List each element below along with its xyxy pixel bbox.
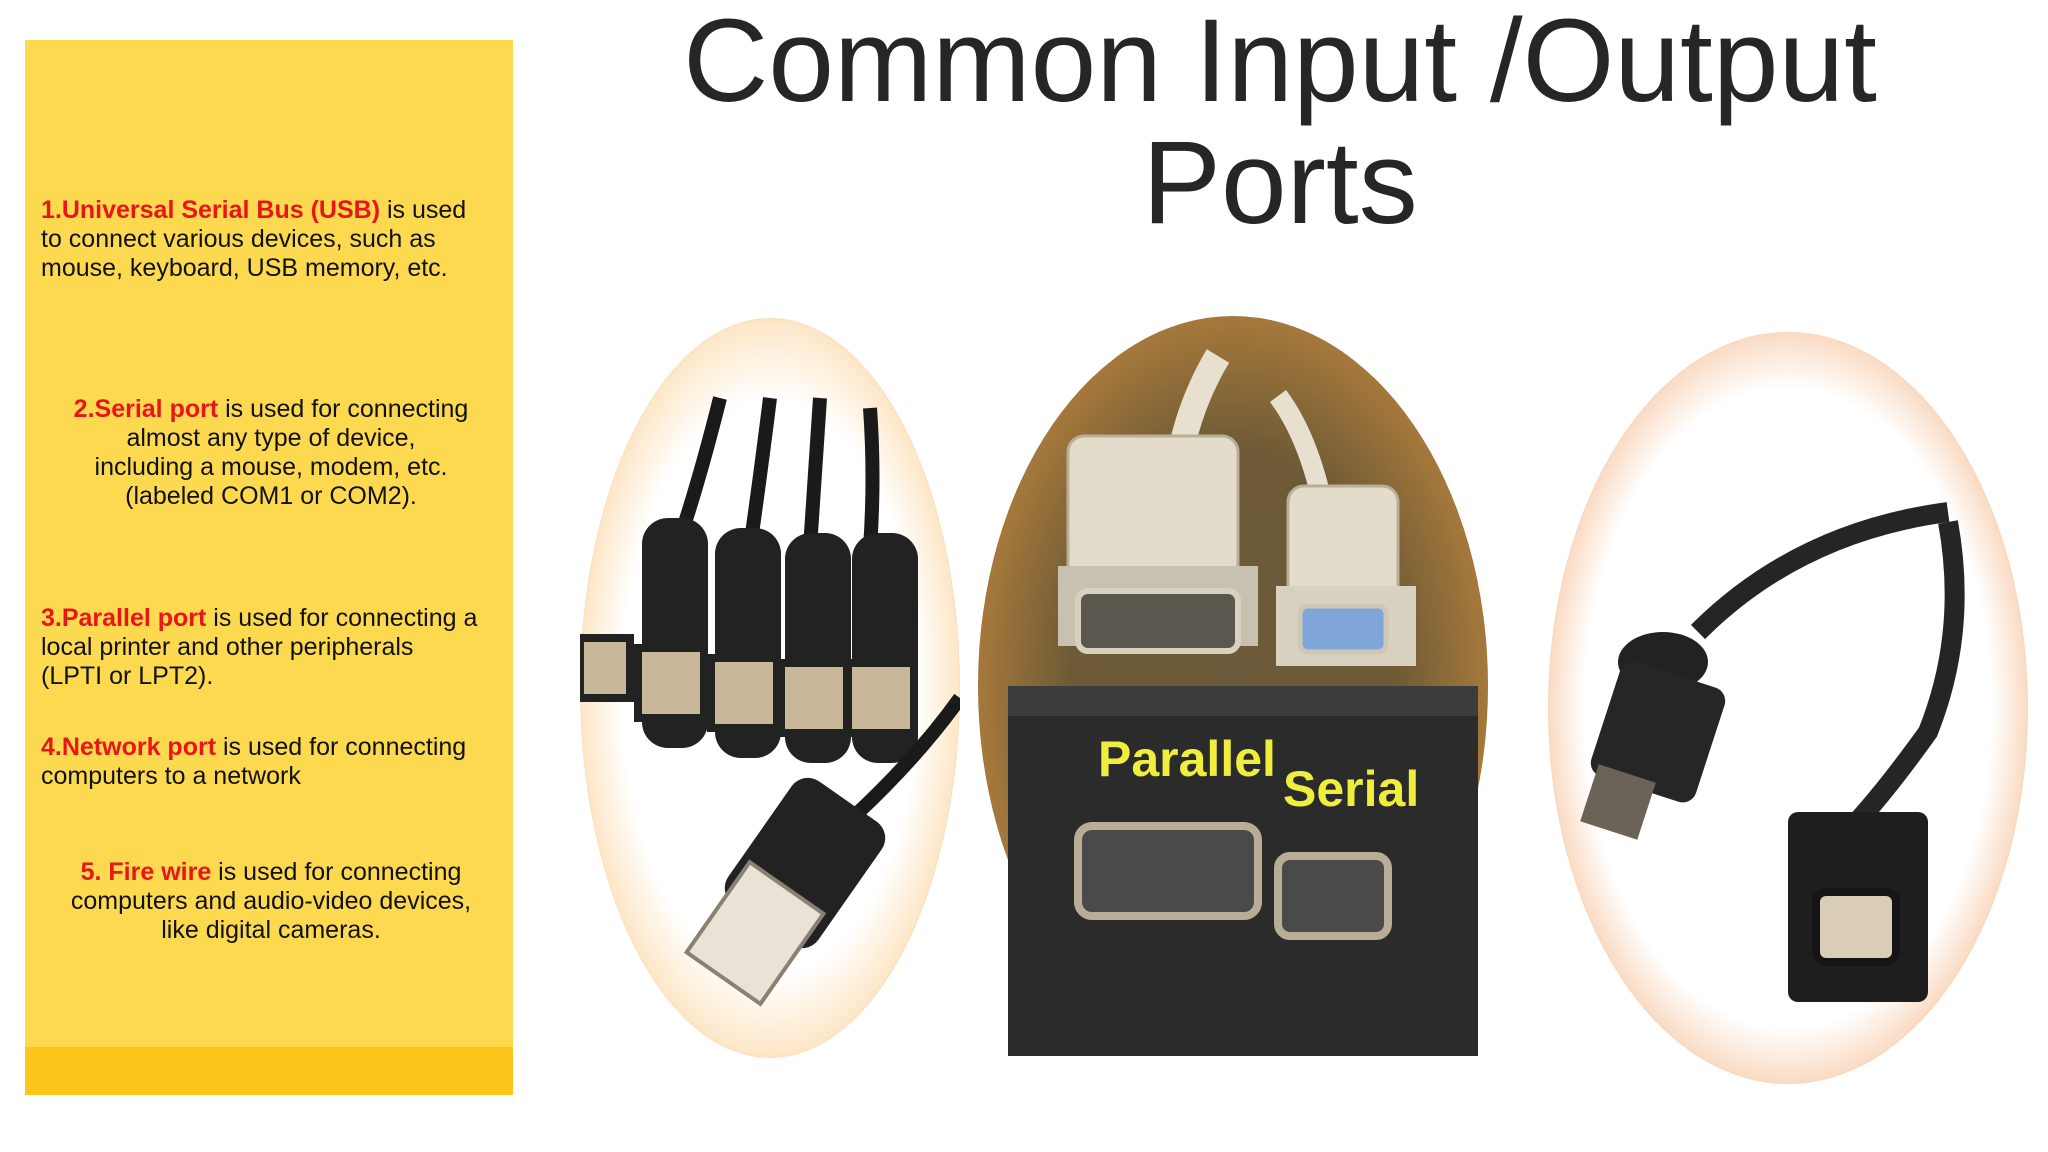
firewire-cable-photo (1548, 332, 2028, 1084)
serial-label: Serial (1283, 761, 1419, 817)
page-title: Common Input /Output Ports (683, 0, 1877, 249)
usb-description: 1.Universal Serial Bus (USB) is used to … (41, 196, 467, 282)
parallel-port-description: 3.Parallel port is used for connecting a… (41, 604, 478, 690)
parallel-label: Parallel (1098, 731, 1276, 787)
parallel-serial-photo: Parallel Serial (978, 316, 1488, 1056)
usb-cables-photo (580, 318, 960, 1058)
serial-port-description: 2.Serial port is used for connecting alm… (73, 395, 469, 510)
network-port-description: 4.Network port is used for connecting co… (41, 733, 467, 790)
info-panel: 1.Universal Serial Bus (USB) is used to … (25, 40, 513, 1095)
firewire-description: 5. Fire wire is used for connecting comp… (70, 858, 472, 944)
panel-bottom-band (25, 1047, 513, 1095)
